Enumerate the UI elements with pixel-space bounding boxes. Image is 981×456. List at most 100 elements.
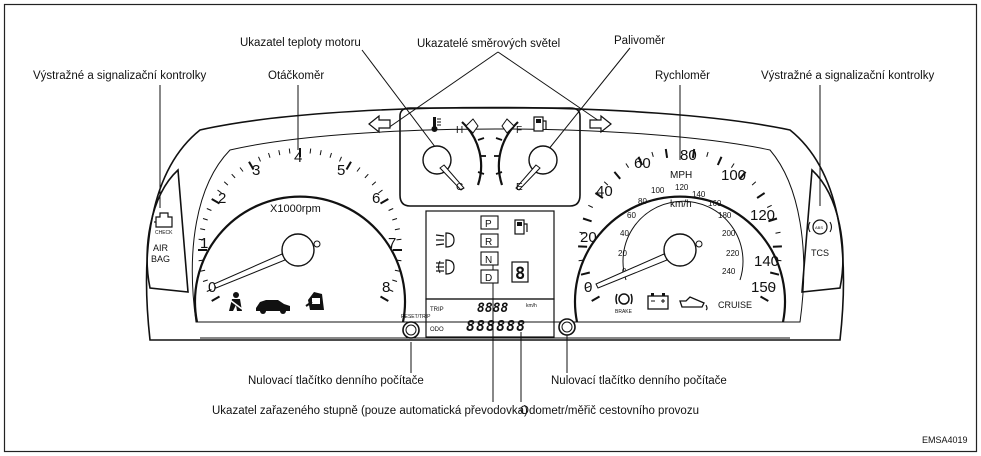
tach-tick [329, 152, 332, 158]
kmh-140: 140 [692, 190, 706, 199]
label-trip-reset-right: Nulovací tlačítko denního počítače [551, 375, 727, 387]
label-tachometer: Otáčkoměr [268, 70, 324, 82]
tach-tick [248, 161, 255, 170]
mph-120: 120 [750, 207, 775, 224]
kmh-200: 200 [722, 229, 736, 238]
temp-cold-label: C [456, 182, 463, 193]
figure-frame [3, 3, 978, 453]
tach-tick [396, 259, 402, 262]
speed-unit-small: km/h [526, 303, 537, 309]
speed-tick [775, 231, 781, 234]
airbag-indicator: CHECK AIR BAG [151, 212, 173, 264]
trip-label: TRIP [430, 307, 444, 313]
mph-unit: MPH [670, 170, 692, 181]
tach-unit: X1000rpm [270, 203, 321, 215]
kmh-240: 240 [722, 267, 736, 276]
tach-tick [388, 208, 394, 211]
label-temp-gauge: Ukazatel teploty motoru [240, 37, 361, 49]
tach-tick [198, 238, 204, 241]
airbag-label-1: AIR [153, 243, 169, 253]
tach-num-1: 1 [200, 235, 208, 252]
brake-label: BRAKE [615, 309, 633, 315]
airbag-label-2: BAG [151, 254, 170, 264]
tach-tick [223, 181, 229, 186]
tach-tick [217, 189, 222, 194]
speed-tick [664, 148, 669, 159]
right-indicator-pod [801, 168, 844, 293]
speed-tick [613, 171, 621, 180]
speed-tick [760, 295, 769, 302]
tach-num-2: 2 [218, 190, 226, 207]
gear-list: P R N D [480, 215, 499, 284]
brake-warning-icon: BRAKE [615, 293, 633, 315]
gear-d-box [480, 269, 499, 284]
kmh-60: 60 [627, 211, 636, 220]
figure-code: EMSA4019 [922, 435, 968, 445]
gear-n: N [485, 255, 492, 266]
speedometer: 0 20 40 60 80 100 120 140 150 0 20 40 60… [573, 147, 787, 323]
odo-label: ODO [430, 327, 444, 333]
label-fuel-gauge: Palivoměr [614, 35, 665, 47]
tcs-indicator: ABS TCS [807, 219, 833, 258]
tach-tick [392, 279, 398, 282]
tach-needle [213, 253, 286, 289]
trip-reset-button-right[interactable] [558, 318, 576, 336]
tach-tick [380, 295, 389, 302]
fuel-pump-icon [533, 116, 547, 132]
tachometer-ticks [198, 148, 402, 302]
tach-tick [364, 173, 369, 179]
tach-tick [339, 156, 342, 162]
speed-tick [582, 217, 592, 223]
tach-tick [309, 148, 312, 154]
kmh-120: 120 [675, 183, 689, 192]
tach-tick [231, 173, 236, 179]
kmh-160: 160 [708, 199, 722, 208]
speed-tick [585, 285, 591, 289]
gear-p-box [480, 215, 499, 230]
label-speedometer: Rychloměr [655, 70, 710, 82]
speed-tick [768, 217, 778, 223]
kmh-unit: km/h [670, 199, 692, 210]
tach-num-7: 7 [388, 235, 396, 252]
speed-tick [637, 156, 644, 166]
speed-hub [663, 233, 697, 267]
mph-0: 0 [584, 279, 592, 296]
tach-tick [200, 228, 206, 231]
fuel-needle [515, 164, 541, 191]
speed-tick [579, 231, 585, 234]
speed-tick [766, 204, 772, 208]
battery-icon [647, 293, 669, 310]
tach-tick [211, 198, 220, 205]
mph-150: 150 [751, 279, 776, 296]
speed-tick [580, 271, 591, 276]
mph-140: 140 [754, 253, 779, 270]
mph-100: 100 [721, 167, 746, 184]
check-engine-icon [154, 212, 173, 228]
tach-tick [258, 156, 261, 162]
tach-num-8: 8 [382, 279, 390, 296]
speed-tick [603, 181, 609, 186]
gear-digit-display [511, 261, 529, 283]
fuel-low-icon [514, 219, 528, 235]
mph-20: 20 [580, 229, 597, 246]
trip-digits: 8888 [477, 301, 508, 316]
tach-tick [378, 189, 383, 194]
label-odometer: Odometr/měřič cestovního provozu [520, 405, 699, 417]
tach-tick [202, 218, 208, 221]
kmh-220: 220 [726, 249, 740, 258]
trip-reset-button-left[interactable] [402, 321, 420, 339]
thermometer-icon [431, 117, 441, 132]
tach-tick [371, 181, 377, 186]
kmh-80: 80 [638, 197, 647, 206]
tach-tick [345, 161, 352, 170]
speed-tick [625, 163, 630, 168]
tach-tick [206, 289, 212, 292]
speed-tick [691, 148, 696, 159]
speed-tick [594, 192, 604, 199]
gear-r: R [485, 237, 492, 248]
center-gauges: H C F E [368, 107, 612, 207]
label-turn-signals: Ukazatelé směrových světel [417, 38, 560, 50]
speed-tick [769, 271, 780, 276]
tach-tick [392, 218, 398, 221]
